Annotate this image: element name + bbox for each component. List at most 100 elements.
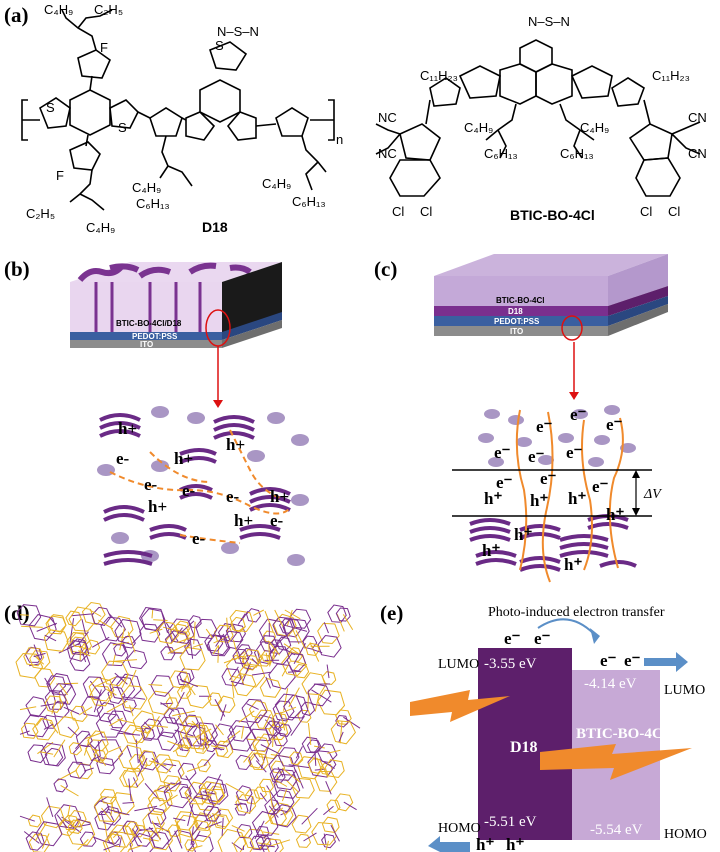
packing-ring	[177, 737, 193, 752]
d18-s1: S	[46, 100, 55, 115]
c-e4: e⁻	[494, 443, 511, 462]
b-e1: e-	[116, 449, 130, 468]
packing-bond	[97, 740, 101, 757]
btic-c11-left: C₁₁H₂₃	[420, 68, 458, 83]
packing-bond	[69, 618, 75, 642]
packing-bond	[314, 694, 320, 712]
packing-ring	[138, 751, 160, 771]
d18-c6h13-mid: C₆H₁₃	[136, 196, 170, 211]
packing-ring	[35, 821, 63, 847]
btic-cn-b: CN	[688, 146, 707, 161]
packing-bond	[151, 609, 154, 619]
packing-bond	[205, 821, 222, 829]
b-h5: h+	[148, 497, 167, 516]
packing-ring	[179, 722, 207, 750]
packing-ring	[109, 824, 135, 848]
packing-ring	[327, 604, 347, 623]
packing-bond	[23, 831, 40, 844]
packing-ring	[40, 805, 65, 829]
packing-ring	[28, 833, 50, 852]
device-c: BTIC-BO-4Cl D18 PEDOT:PSS ITO	[434, 254, 668, 400]
packing-bond	[220, 704, 227, 721]
packing-ring	[124, 821, 140, 836]
packing-bond	[284, 624, 308, 632]
packing-ring	[142, 812, 165, 834]
packing-ring	[70, 638, 89, 656]
packing-bond	[153, 619, 168, 621]
packing-ring	[94, 810, 115, 831]
e-h2: h⁺	[506, 835, 524, 852]
packing-bond	[108, 612, 123, 628]
packing-ring	[321, 816, 340, 834]
d18-s2: S	[118, 120, 127, 135]
packing-ring	[65, 610, 82, 627]
packing-ring	[273, 732, 288, 747]
packing-bond	[205, 628, 213, 639]
packing-bond	[114, 659, 138, 662]
c-e2: e⁻	[570, 405, 587, 424]
packing-ring	[206, 634, 231, 657]
packing-bond	[342, 614, 354, 631]
packing-bond	[241, 662, 251, 685]
d18-name: D18	[202, 219, 228, 235]
packing-bond	[281, 767, 302, 783]
packing-bond	[287, 670, 302, 673]
packing-bond	[314, 750, 317, 766]
packing-bond	[231, 824, 245, 832]
packing-bond	[134, 805, 158, 812]
packing-ring	[297, 709, 312, 723]
packing-ring	[122, 767, 145, 789]
packing-bond	[59, 692, 62, 710]
packing-bond	[105, 688, 117, 696]
e-h1: h⁺	[476, 835, 494, 852]
packing-ring	[307, 683, 331, 707]
packing-bond	[253, 752, 260, 762]
packing-bond	[174, 830, 183, 849]
packing-bond	[133, 697, 146, 700]
b-e5: e-	[270, 511, 284, 530]
packing-bond	[186, 845, 203, 851]
packing-ring	[213, 624, 234, 643]
packing-ring	[216, 695, 236, 714]
packing-ring	[70, 632, 87, 648]
packing-ring	[54, 804, 82, 829]
packing-ring	[165, 697, 179, 710]
c-layer-pedot: PEDOT:PSS	[494, 317, 540, 326]
e-d18-name: D18	[510, 739, 538, 756]
packing-bond	[59, 684, 68, 696]
packing-bond	[91, 636, 110, 648]
packing-bond	[33, 644, 41, 660]
packing-ring	[27, 744, 48, 764]
packing-ring	[147, 797, 167, 816]
packing-bond	[167, 740, 189, 750]
packing-bond	[203, 735, 222, 751]
packing-ring	[317, 634, 342, 658]
packing-ring	[232, 835, 255, 852]
packing-ring	[334, 793, 354, 812]
packing-ring	[239, 663, 266, 688]
packing-bond	[93, 689, 102, 713]
packing-bond	[77, 650, 91, 657]
packing-ring	[105, 830, 134, 852]
packing-bond	[21, 625, 43, 628]
packing-bond	[81, 619, 86, 635]
panel-c-label: (c)	[374, 257, 397, 281]
e-lumo-left: LUMO	[438, 657, 479, 672]
packing-ring	[129, 832, 156, 852]
packing-ring	[126, 649, 148, 670]
packing-ring	[217, 828, 247, 852]
packing-bond	[330, 824, 340, 842]
packing-bond	[266, 785, 279, 805]
d18-n-s-n: N–S–N	[217, 24, 259, 39]
b-layer-pedot: PEDOT:PSS	[132, 332, 178, 341]
packing-ring	[42, 714, 58, 729]
packing-bond	[19, 706, 37, 711]
packing-bond	[151, 820, 161, 841]
packing-bond	[246, 703, 259, 710]
packing-ring	[268, 663, 296, 690]
packing-bond	[288, 764, 310, 769]
packing-bond	[146, 724, 168, 728]
d18-structure	[21, 9, 335, 211]
packing-ring	[148, 827, 173, 851]
e-homo-left: HOMO	[438, 821, 481, 836]
